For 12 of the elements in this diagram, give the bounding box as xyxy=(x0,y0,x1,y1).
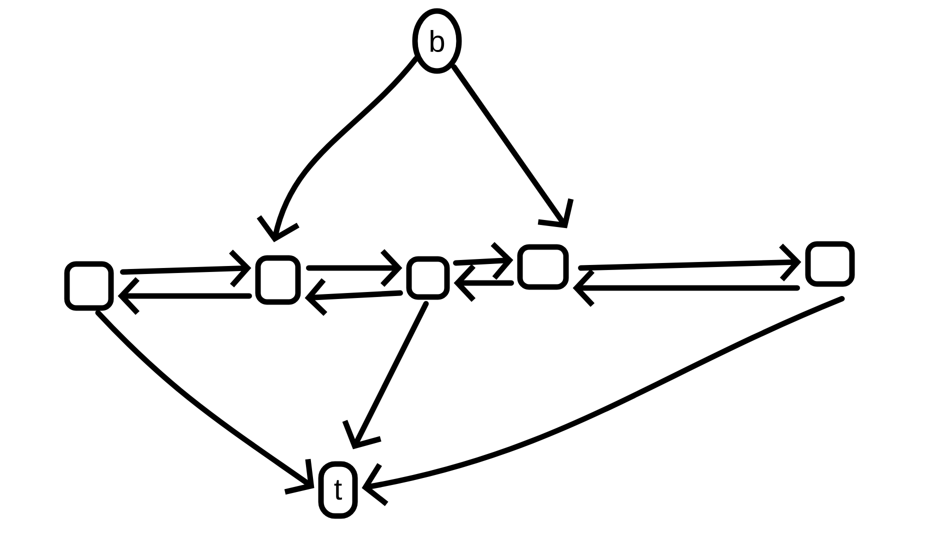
arrow xyxy=(118,277,252,315)
arrow xyxy=(306,249,402,287)
arrow xyxy=(120,250,252,288)
arrow xyxy=(578,244,802,282)
arrow xyxy=(342,300,429,450)
arrow xyxy=(362,296,845,506)
rounded-node: t xyxy=(318,461,358,519)
arrow xyxy=(304,278,403,316)
arrow xyxy=(95,310,314,495)
arrow xyxy=(451,64,574,228)
arrow xyxy=(256,56,419,242)
oval-node: b xyxy=(412,8,462,74)
